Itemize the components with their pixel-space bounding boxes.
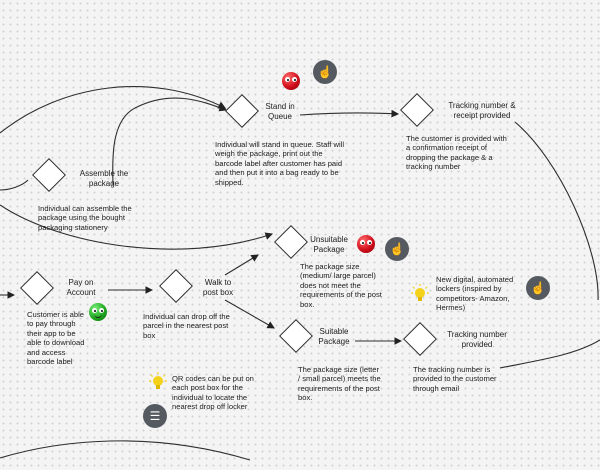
connector-assemble-to-queue [112,97,228,186]
connector-tracking-exit [499,339,600,369]
hand-touch-icon[interactable]: ☝ [385,237,409,261]
tracking-provided-title: Tracking number provided [447,330,507,349]
tracking-receipt-title: Tracking number & receipt provided [448,101,516,120]
tracking-provided-description: The tracking number is provided to the c… [413,365,497,393]
connector-receipt-exit [514,121,599,301]
connector-left-to-assemble [0,179,29,191]
connector-walk-to-unsuitable [224,254,259,276]
happy-face-icon [89,303,107,321]
connector-bottom-left [0,440,251,461]
unsuitable-title: Unsuitable Package [310,235,348,254]
connector-queue-to-receipt [299,109,400,118]
qr-note: QR codes can be put on each post box for… [172,374,254,412]
menu-lines-icon[interactable]: ☰ [143,404,167,428]
connector-left-to-unsuitable [0,204,274,250]
suitable-title: Suitable Package [318,327,350,346]
sad-face-icon [357,235,375,253]
queue-title: Stand in Queue [265,102,295,121]
lockers-note: New digital, automated lockers (inspired… [436,275,514,313]
assemble-title: Assemble the package [79,169,129,188]
walk-description: Individual can drop off the parcel in th… [143,312,230,340]
connector-walk-to-suitable [224,299,275,329]
sad-face-icon [282,72,300,90]
assemble-description: Individual can assemble the package usin… [38,204,132,232]
pay-title: Pay on Account [66,278,96,297]
connector-left-to-queue [0,86,226,134]
suitable-description: The package size (letter / small parcel)… [298,365,381,403]
queue-description: Individual will stand in queue. Staff wi… [215,140,345,187]
lightbulb-icon [411,284,429,301]
hand-touch-icon[interactable]: ☝ [526,276,550,300]
hand-touch-icon[interactable]: ☝ [313,60,337,84]
unsuitable-description: The package size (medium/ large parcel) … [300,262,382,309]
pay-description: Customer is able to pay through their ap… [27,310,85,367]
walk-title: Walk to post box [202,278,234,297]
tracking-receipt-description: The customer is provided with a confirma… [406,134,507,172]
lightbulb-icon [149,372,167,389]
